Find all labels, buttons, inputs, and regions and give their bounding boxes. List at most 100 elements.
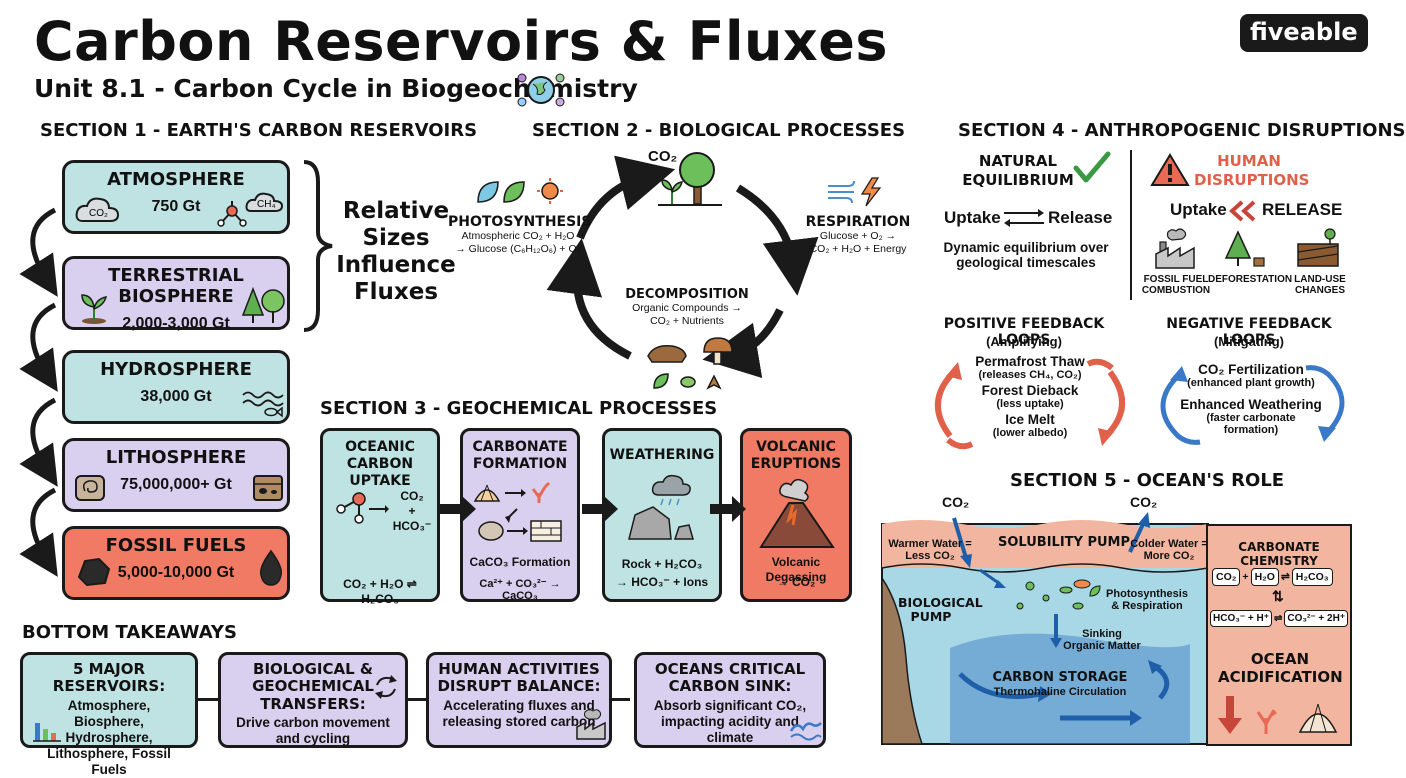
reservoir-name: LITHOSPHERE — [65, 447, 287, 468]
natural-equilibrium-title: NATURAL EQUILIBRIUM — [956, 152, 1080, 190]
natural-uptake: Uptake — [944, 208, 1001, 228]
feedback-item-name: Forest Dieback — [960, 383, 1100, 398]
cloud-co2-icon: CO₂ — [75, 193, 127, 227]
solubility-pump-label: SOLUBILITY PUMP — [998, 535, 1130, 550]
decomposition-eq1: Organic Compounds → — [612, 302, 762, 315]
chem-row-1: CO₂ + H₂O ⇌ H₂CO₃ — [1212, 568, 1333, 586]
chem-row-2: HCO₃⁻ + H⁺ ⇌ CO₃²⁻ + 2H⁺ — [1210, 610, 1348, 627]
process-title: WEATHERING — [605, 447, 719, 464]
deforestation-icon — [1222, 228, 1268, 270]
section2-title: SECTION 2 - BIOLOGICAL PROCESSES — [532, 120, 905, 141]
section3-title: SECTION 3 - GEOCHEMICAL PROCESSES — [320, 398, 717, 419]
reservoir-terrestrial-biosphere: TERRESTRIAL BIOSPHERE 2,000-3,000 Gt — [62, 256, 290, 330]
chem-term: CO₃²⁻ + 2H⁺ — [1284, 610, 1348, 627]
feedback-item-note: (faster carbonate formation) — [1196, 412, 1306, 436]
weathering-eq1: Rock + H₂CO₃ — [605, 557, 719, 572]
takeaway-title: 5 MAJOR RESERVOIRS: — [31, 661, 187, 696]
photosynthesis-eq2: → Glucose (C₆H₁₂O₆) + O₂ — [448, 243, 588, 256]
positive-feedback-items: Permafrost Thaw (releases CH₄, CO₂) Fore… — [960, 354, 1100, 439]
human-uptake: Uptake — [1170, 200, 1227, 220]
biological-pump-label: BIOLOGICAL PUMP — [898, 596, 964, 624]
ocean-co2-in: CO₂ — [942, 494, 969, 510]
carbonate-chemistry-panel: CARBONATE CHEMISTRY CO₂ + H₂O ⇌ H₂CO₃ ⇅ … — [1206, 524, 1352, 746]
brace-note-line: Relative — [336, 198, 456, 225]
warning-icon — [1150, 152, 1190, 188]
factory-icon — [1152, 228, 1198, 270]
feedback-item-note: (less uptake) — [960, 398, 1100, 410]
human-item-label: LAND-USE CHANGES — [1292, 274, 1348, 296]
thermohaline-label: Thermohaline Circulation — [980, 686, 1140, 698]
photosynthesis-eq1: Atmospheric CO₂ + H₂O — [448, 230, 588, 243]
ocean-co2-out: CO₂ — [1130, 494, 1157, 510]
section4-divider — [1130, 150, 1132, 300]
section5-title: SECTION 5 - OCEAN'S ROLE — [1010, 470, 1284, 491]
trees-icon — [241, 285, 287, 325]
takeaway-title: HUMAN ACTIVITIES DISRUPT BALANCE: — [437, 661, 601, 696]
brace-note-line: Sizes — [336, 225, 456, 252]
takeaway-title: OCEANS CRITICAL CARBON SINK: — [645, 661, 815, 696]
waves-fish-icon — [241, 387, 285, 419]
tree-icon — [652, 146, 728, 210]
takeaway-human: HUMAN ACTIVITIES DISRUPT BALANCE: Accele… — [426, 652, 612, 748]
brace-note: Relative Sizes Influence Fluxes — [336, 198, 456, 306]
process-title: OCEANIC CARBON UPTAKE — [323, 439, 437, 489]
sinking-matter-label: Sinking Organic Matter — [1060, 628, 1144, 652]
cloud-label: CH₄ — [257, 199, 276, 210]
page-title: Carbon Reservoirs & Fluxes — [34, 10, 888, 73]
natural-release: Release — [1048, 208, 1112, 228]
warm-water-label: Warmer Water = Less CO₂ — [884, 538, 976, 562]
chem-term: HCO₃⁻ + H⁺ — [1210, 610, 1272, 627]
reservoir-hydrosphere: HYDROSPHERE 38,000 Gt — [62, 350, 290, 424]
process-title: CARBONATE FORMATION — [463, 439, 577, 473]
factory-icon — [575, 709, 609, 741]
negative-feedback-items: CO₂ Fertilization (enhanced plant growth… — [1176, 362, 1326, 436]
feedback-item-note: (enhanced plant growth) — [1176, 377, 1326, 389]
land-use-icon — [1296, 228, 1342, 270]
coal-icon — [73, 555, 113, 589]
takeaway-transfers: BIOLOGICAL & GEOCHEMICAL TRANSFERS: Driv… — [218, 652, 408, 748]
carbonate-caption: CaCO₃ Formation — [463, 555, 577, 570]
carbon-storage-label: CARBON STORAGE — [990, 670, 1130, 685]
human-item-label: FOSSIL FUEL COMBUSTION — [1140, 274, 1212, 296]
decomposition-eq2: CO₂ + Nutrients — [612, 315, 762, 328]
takeaway-oceans: OCEANS CRITICAL CARBON SINK: Absorb sign… — [634, 652, 826, 748]
weathering-eq2: → HCO₃⁻ + Ions — [605, 575, 719, 590]
brace-note-line: Influence — [336, 252, 456, 279]
molecule-icon — [215, 197, 249, 231]
chem-equilibrium-icon: ⇅ — [1272, 588, 1284, 605]
brace-note-line: Fluxes — [336, 279, 456, 306]
natural-desc-line: geological timescales — [936, 255, 1116, 270]
section4-title: SECTION 4 - ANTHROPOGENIC DISRUPTIONS — [958, 120, 1406, 141]
carbonate-formula: Ca²⁺ + CO₃²⁻ → CaCO₃ — [463, 577, 577, 602]
respiration-eq1: Glucose + O₂ → — [796, 230, 920, 243]
bar-chart-icon — [33, 719, 63, 743]
double-chevron-icon — [1228, 200, 1258, 222]
leaves-sun-icon — [474, 176, 570, 206]
feedback-item-note: (lower albedo) — [960, 427, 1100, 439]
rock-layers-icon — [251, 471, 285, 505]
reservoir-atmosphere: ATMOSPHERE 750 Gt CO₂ CH₄ — [62, 160, 290, 234]
co2-molecule-icon — [329, 487, 389, 527]
wave-icon — [789, 717, 823, 741]
volcano-icon — [755, 477, 839, 549]
sprout-icon — [77, 291, 111, 325]
chem-op: ⇌ — [1281, 571, 1290, 583]
volcanic-eq2: → CO₂ — [743, 575, 849, 590]
process-title: VOLCANIC ERUPTIONS — [743, 439, 849, 473]
human-release: RELEASE — [1262, 200, 1342, 220]
photo-resp-label: Photosynthesis & Respiration — [1102, 588, 1192, 612]
chem-op: ⇌ — [1274, 613, 1282, 624]
geochem-flow-arrows — [420, 490, 760, 530]
cycle-arrows-icon — [371, 673, 401, 701]
feedback-item-name: Enhanced Weathering — [1176, 397, 1326, 412]
feedback-item-name: Permafrost Thaw — [960, 354, 1100, 369]
takeaway-body: Drive carbon movement and cycling — [229, 715, 397, 747]
checkmark-icon — [1072, 150, 1112, 186]
reservoir-name: HYDROSPHERE — [65, 359, 287, 380]
takeaway-reservoirs: 5 MAJOR RESERVOIRS: Atmosphere, Biospher… — [20, 652, 198, 748]
chem-op: + — [1242, 571, 1248, 583]
fiveable-logo[interactable]: fiveable — [1240, 14, 1368, 52]
cloud-label: CO₂ — [89, 208, 108, 219]
reservoir-fossil-fuels: FOSSIL FUELS 5,000-10,000 Gt — [62, 526, 290, 600]
reservoir-name: FOSSIL FUELS — [65, 535, 287, 556]
